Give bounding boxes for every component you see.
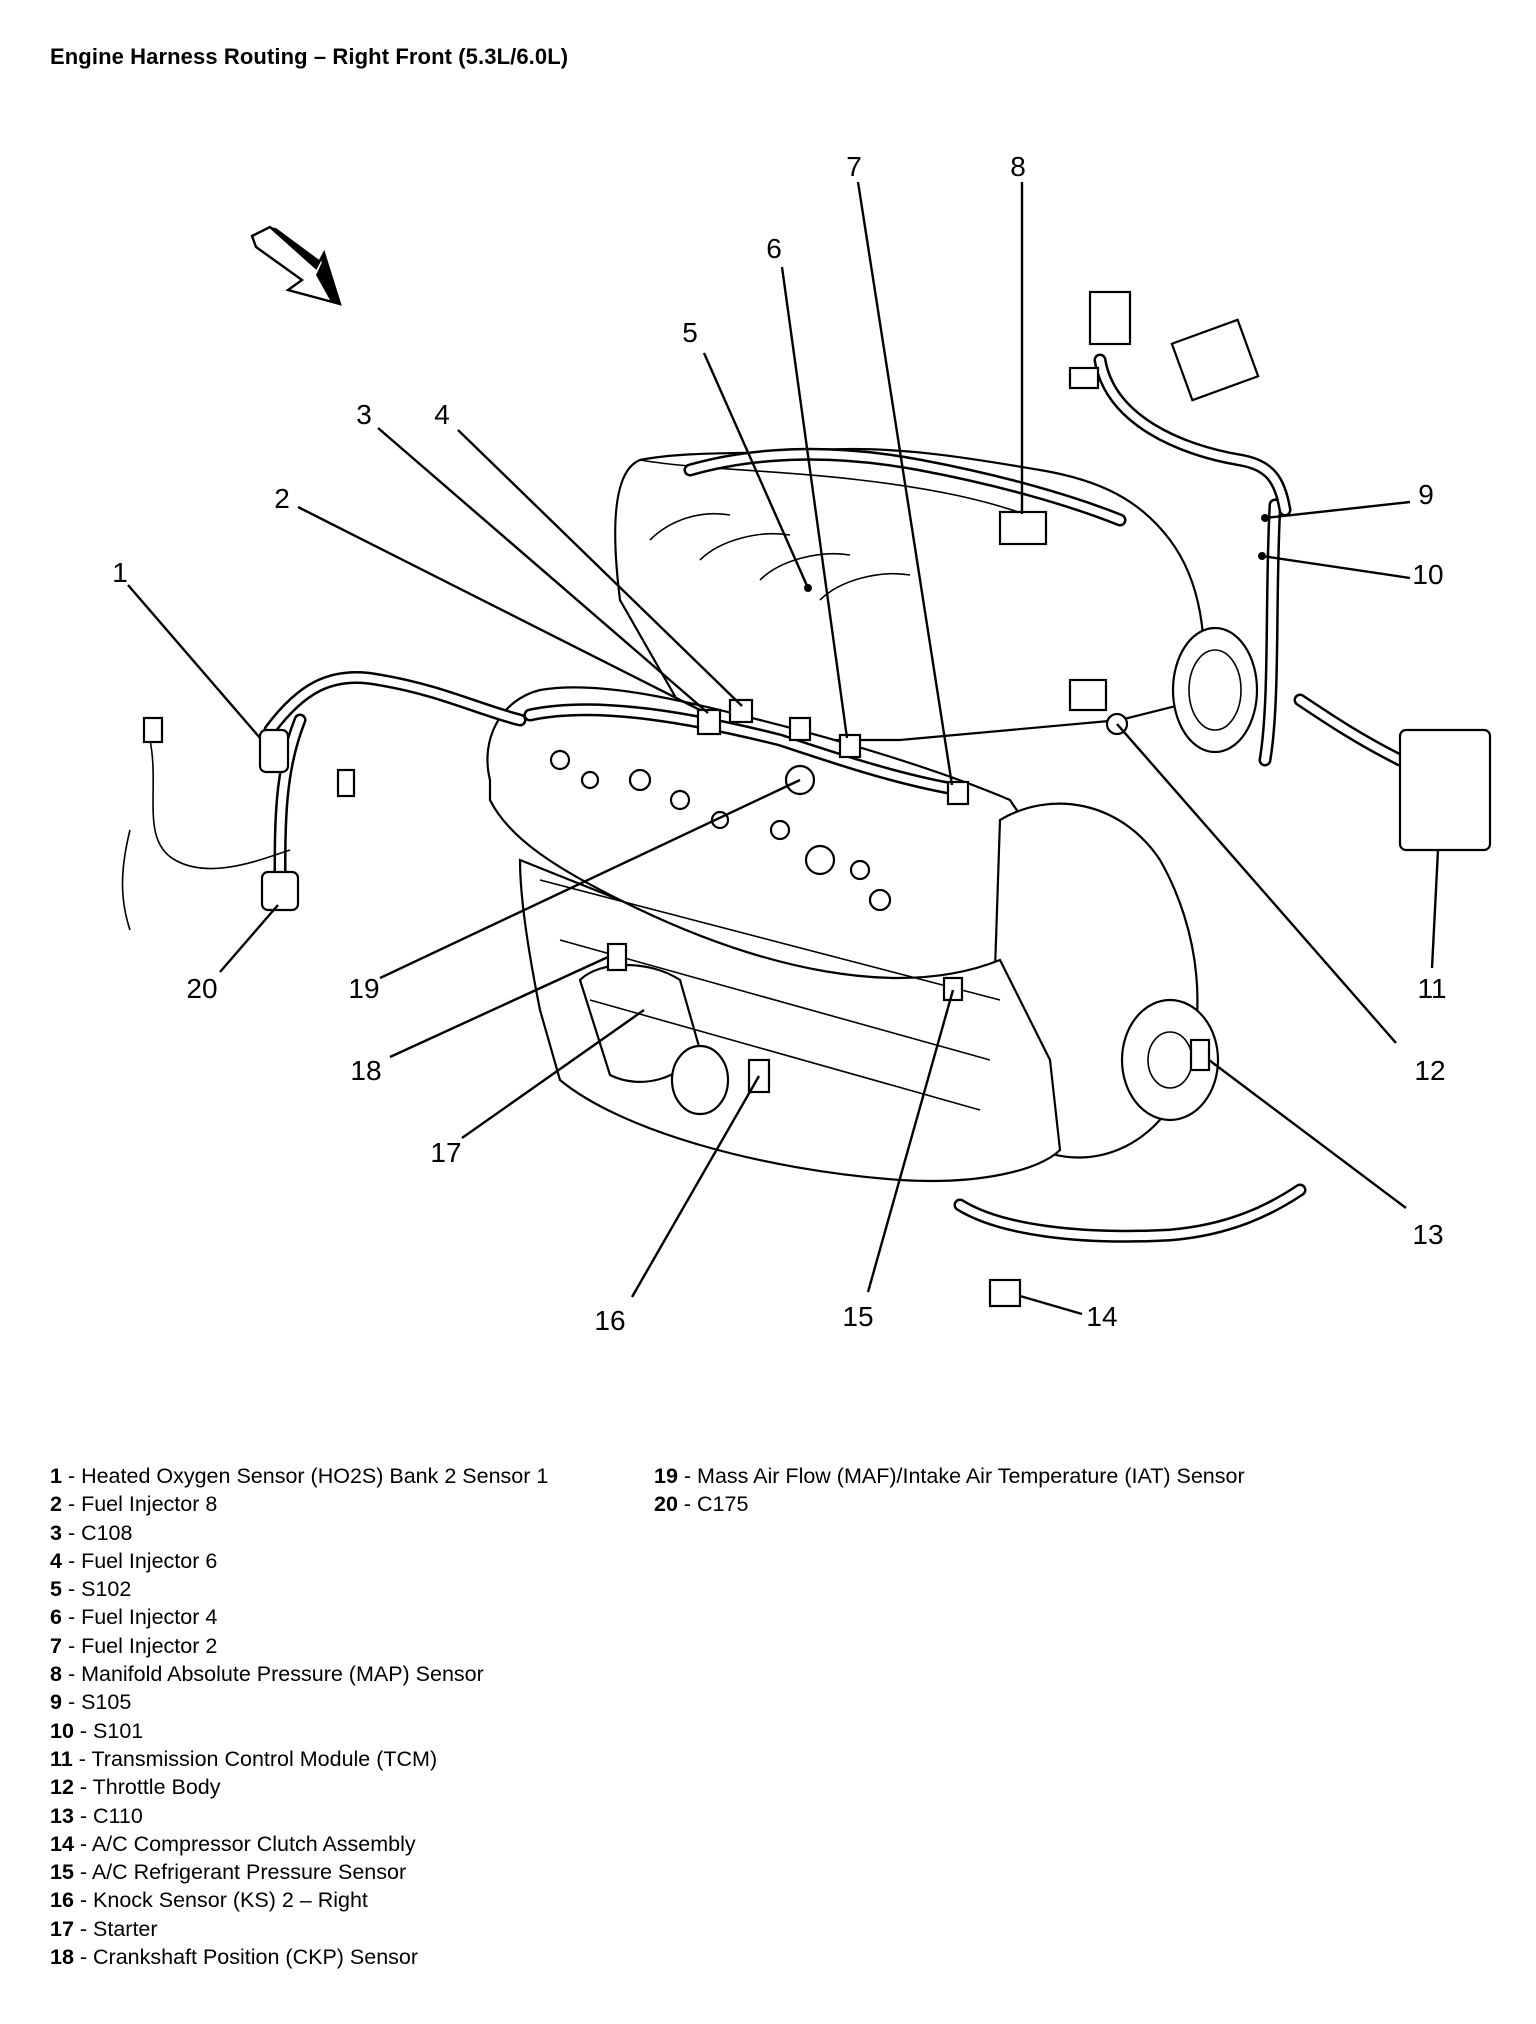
callout-2: 2: [274, 483, 290, 514]
legend-item: 4 - Fuel Injector 6: [50, 1548, 218, 1573]
ho2s-connector-icon: [258, 728, 290, 774]
c108-connector-icon: [728, 698, 754, 724]
legend-item: 18 - Crankshaft Position (CKP) Sensor: [50, 1945, 419, 1970]
callout-5: 5: [682, 317, 698, 348]
ac-clutch-connector-icon: [988, 1278, 1022, 1308]
callout-18: 18: [350, 1055, 381, 1086]
legend-item: 3 - C108: [50, 1520, 133, 1545]
callout-4-leader: [457, 429, 743, 707]
legend-item: 2 - Fuel Injector 8: [50, 1492, 218, 1517]
callout-6-leader: [780, 266, 849, 739]
callout-numbers: 1 2 3 4 5 6 7 8 9 10 11 12 13 14 15 16 1…: [112, 151, 1446, 1336]
legend-item: 7 - Fuel Injector 2: [50, 1633, 218, 1658]
callout-6: 6: [766, 233, 782, 264]
callout-13: 13: [1412, 1219, 1443, 1250]
legend-column-left: 1 - Heated Oxygen Sensor (HO2S) Bank 2 S…: [50, 1462, 548, 1971]
page-title: Engine Harness Routing – Right Front (5.…: [50, 44, 569, 69]
callout-17: 17: [430, 1137, 461, 1168]
c175-connector-icon: [260, 870, 300, 912]
callout-11: 11: [1417, 973, 1446, 1004]
legend-item: 10 - S101: [50, 1718, 144, 1743]
callout-14-leader: [1019, 1294, 1083, 1316]
legend-item: 12 - Throttle Body: [50, 1775, 221, 1800]
engine-harness-diagram: 1 2 3 4 5 6 7 8 9 10 11 12 13 14 15 16 1…: [112, 151, 1492, 1336]
legend-item: 5 - S102: [50, 1577, 132, 1602]
callout-2-leader: [297, 505, 701, 712]
callout-4: 4: [434, 399, 450, 430]
wiring-harness: [121, 353, 1407, 1243]
callout-5-leader: [702, 352, 810, 589]
callout-20: 20: [186, 973, 217, 1004]
c110-connector-icon: [1189, 1038, 1211, 1072]
engine-block-drawing: [486, 447, 1282, 1183]
legend-item: 15 - A/C Refrigerant Pressure Sensor: [50, 1860, 407, 1885]
pigtail-connector-icon: [336, 768, 356, 798]
callout-11-leader: [1430, 849, 1440, 969]
tcm-module-icon: [1398, 728, 1492, 852]
callout-3-leader: [377, 427, 709, 714]
callout-13-leader: [1208, 1059, 1407, 1209]
callout-leaders: [127, 181, 1440, 1316]
callout-12-leader: [1116, 723, 1397, 1044]
legend-item: 13 - C110: [50, 1803, 143, 1828]
callout-10-leader: [1261, 554, 1411, 580]
legend-column-right: 19 - Mass Air Flow (MAF)/Intake Air Temp…: [654, 1462, 1245, 1519]
legend-item: 6 - Fuel Injector 4: [50, 1605, 218, 1630]
legend-item: 17 - Starter: [50, 1916, 158, 1941]
legend-item: 20 - C175: [654, 1492, 749, 1517]
harness-connector-icon: [1170, 318, 1260, 402]
legend-item: 19 - Mass Air Flow (MAF)/Intake Air Temp…: [654, 1464, 1245, 1488]
callout-12: 12: [1414, 1055, 1445, 1086]
callout-1-leader: [127, 584, 261, 739]
callout-3: 3: [356, 399, 372, 430]
callout-20-leader: [219, 904, 279, 973]
map-sensor-icon: [998, 510, 1048, 546]
legend-item: 8 - Manifold Absolute Pressure (MAP) Sen…: [50, 1662, 484, 1687]
callout-7: 7: [846, 151, 862, 182]
callout-7-leader: [856, 181, 954, 786]
legend-item: 1 - Heated Oxygen Sensor (HO2S) Bank 2 S…: [50, 1464, 549, 1488]
callout-9: 9: [1418, 479, 1434, 510]
front-direction-arrow-icon: [250, 225, 342, 306]
callout-9-leader: [1264, 500, 1411, 520]
callout-19: 19: [348, 973, 379, 1004]
legend-item: 11 - Transmission Control Module (TCM): [50, 1746, 438, 1771]
pigtail-connector-icon: [142, 716, 164, 744]
injector-connector-icon: [946, 780, 970, 806]
harness-connector-icon: [1088, 290, 1132, 346]
injector-connector-icon: [788, 716, 812, 742]
ckp-sensor-icon: [606, 942, 628, 972]
injector-connector-icon: [696, 708, 722, 736]
callout-16-leader: [630, 1075, 761, 1298]
harness-connector-icon: [1068, 366, 1100, 390]
callout-10: 10: [1412, 559, 1443, 590]
callout-15-leader: [866, 989, 955, 1293]
ac-pressure-sensor-icon: [942, 976, 964, 1002]
maf-connector-icon: [1068, 678, 1108, 712]
legend-item: 9 - S105: [50, 1690, 132, 1715]
callout-14: 14: [1086, 1301, 1117, 1332]
legend-item: 16 - Knock Sensor (KS) 2 – Right: [50, 1888, 368, 1913]
callout-17-leader: [461, 1009, 645, 1139]
callout-8: 8: [1010, 151, 1026, 182]
legend-item: 14 - A/C Compressor Clutch Assembly: [50, 1831, 416, 1856]
callout-18-leader: [389, 955, 609, 1059]
injector-connector-icon: [838, 733, 862, 759]
callout-15: 15: [842, 1301, 873, 1332]
callout-16: 16: [594, 1305, 625, 1336]
callout-1: 1: [112, 557, 128, 588]
callout-19-leader: [379, 778, 801, 980]
